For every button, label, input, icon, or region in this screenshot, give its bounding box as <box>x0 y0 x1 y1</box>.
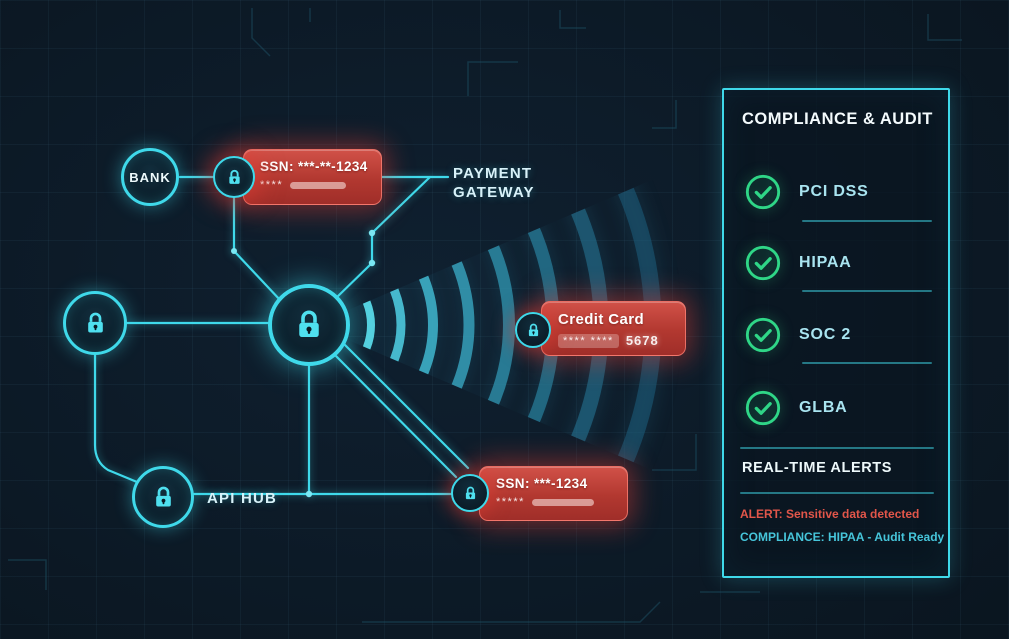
credit-card-alert-badge: Credit Card **** **** 5678 <box>541 301 686 356</box>
alert-message: ALERT: Sensitive data detected <box>740 507 920 521</box>
central-gateway-node <box>268 284 350 366</box>
compliance-item-hipaa: HIPAA <box>744 244 852 282</box>
redaction-bar <box>290 181 347 189</box>
compliance-label: HIPAA <box>799 254 852 271</box>
check-circle-icon <box>744 316 782 354</box>
redaction-bar <box>531 498 594 506</box>
lock-icon <box>291 307 327 343</box>
payment-gateway-label: PAYMENT GATEWAY <box>453 164 535 202</box>
separator-line <box>802 220 932 222</box>
badge-masked-row: **** **** 5678 <box>558 333 673 348</box>
lock-icon <box>225 168 244 187</box>
visible-digits: 5678 <box>625 333 659 348</box>
bank-label: BANK <box>129 169 171 185</box>
badge-masked-row: ***** <box>496 496 615 508</box>
compliance-label: SOC 2 <box>799 326 852 343</box>
alerts-title: REAL-TIME ALERTS <box>742 460 893 476</box>
payment-gateway-label-line1: PAYMENT <box>453 165 533 182</box>
separator-line <box>802 362 932 364</box>
compliance-label: GLBA <box>799 399 848 416</box>
lock-icon <box>525 322 542 339</box>
credit-card-lock-node <box>515 312 551 348</box>
separator-line <box>740 447 934 449</box>
compliance-status: COMPLIANCE: HIPAA - Audit Ready <box>740 530 945 544</box>
check-circle-icon <box>744 389 782 427</box>
api-hub-label: API HUB <box>207 490 278 507</box>
check-circle-icon <box>744 173 782 211</box>
payment-gateway-label-line2: GATEWAY <box>453 184 535 201</box>
compliance-item-glba: GLBA <box>744 389 848 427</box>
separator-line <box>802 290 932 292</box>
ssn-alert-badge-bottom: SSN: ***-1234 ***** <box>479 466 628 521</box>
bank-node: BANK <box>121 148 179 206</box>
lock-icon <box>462 485 479 502</box>
masked-text: **** <box>260 179 284 191</box>
lock-icon <box>82 310 109 337</box>
compliance-item-pci-dss: PCI DSS <box>744 173 869 211</box>
lock-icon <box>150 484 177 511</box>
compliance-panel: COMPLIANCE & AUDIT PCI DSS HIPAA SOC 2 <box>722 88 950 578</box>
compliance-label: PCI DSS <box>799 183 869 200</box>
panel-title: COMPLIANCE & AUDIT <box>742 110 933 128</box>
ssn-bottom-lock-node <box>451 474 489 512</box>
check-circle-icon <box>744 244 782 282</box>
ssn-alert-badge-top: SSN: ***-**-1234 **** <box>243 149 382 205</box>
badge-title: Credit Card <box>558 311 645 328</box>
ssn-leak-node <box>213 156 255 198</box>
badge-title: SSN: ***-1234 <box>496 476 588 491</box>
secure-database-node <box>63 291 127 355</box>
masked-text: **** **** <box>558 333 619 348</box>
api-hub-node <box>132 466 194 528</box>
badge-masked-row: **** <box>260 179 369 191</box>
masked-text: ***** <box>496 496 525 508</box>
separator-line <box>740 492 934 494</box>
badge-title: SSN: ***-**-1234 <box>260 159 368 174</box>
compliance-item-soc2: SOC 2 <box>744 316 851 354</box>
